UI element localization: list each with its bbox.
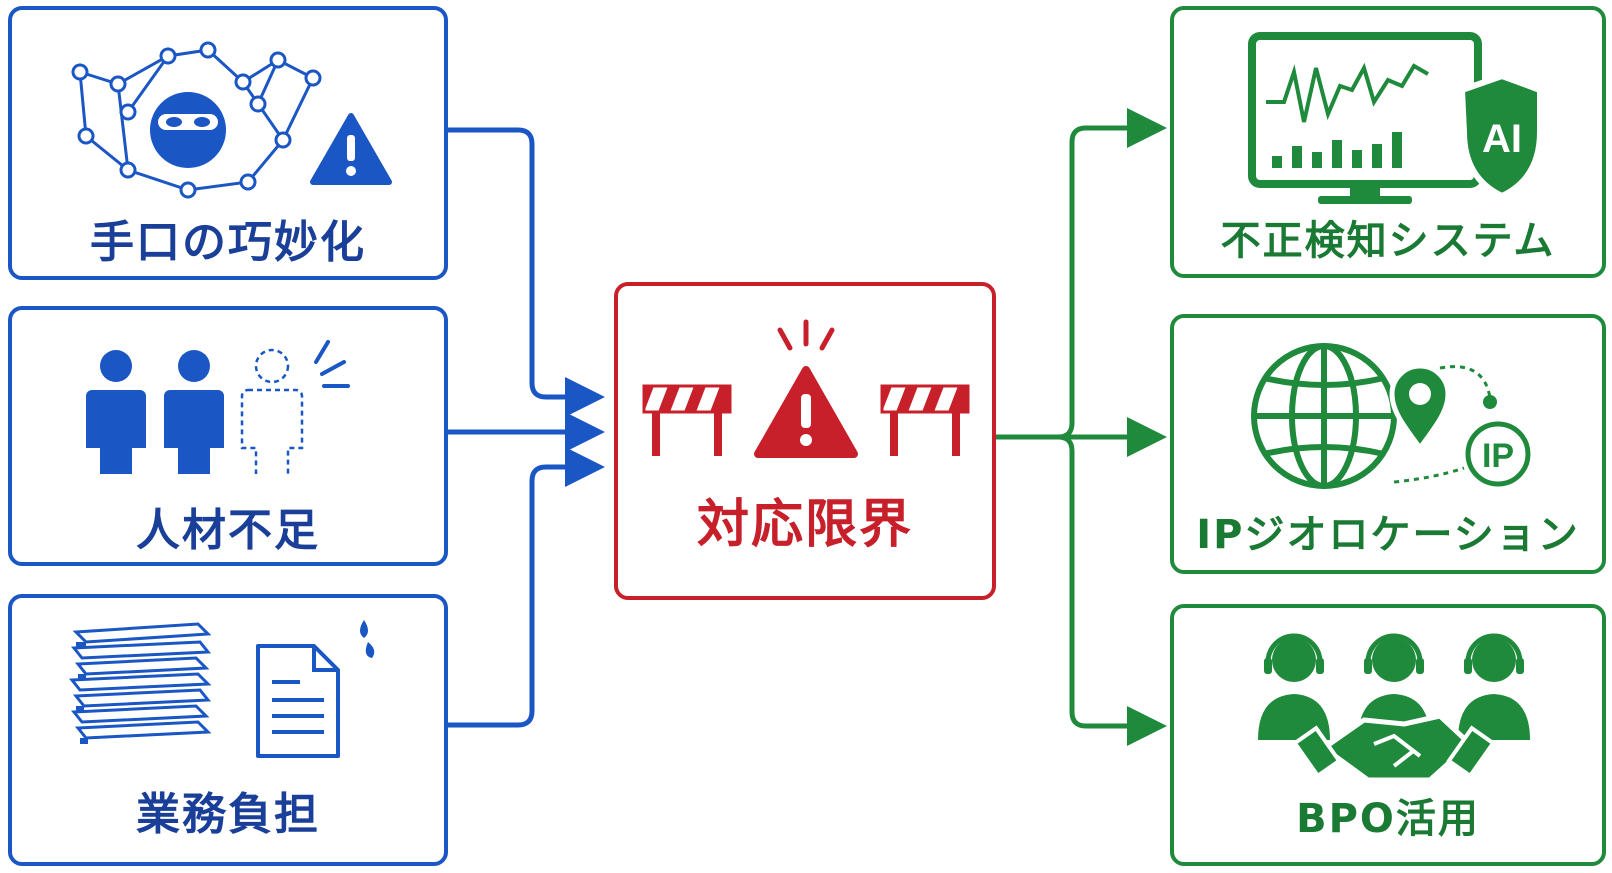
center-box-response-limit: 対応限界 [614,282,996,600]
solution-box-ip-geolocation: IP IPジオロケーション [1170,314,1606,574]
solution-label-ip-geolocation: IPジオロケーション [1196,512,1580,558]
barrier-left [642,384,732,456]
cause-label-sophistication: 手口の巧妙化 [90,217,366,268]
cause-box-staff-shortage: 人材不足 [8,306,448,566]
ip-badge-text: IP [1482,437,1514,475]
solution-label-bpo: BPO活用 [1296,796,1480,842]
document-workload-icon [68,620,375,758]
ai-badge-text: AI [1482,117,1522,161]
barrier-right [880,384,970,456]
hacker-network-warning-icon [71,41,392,199]
connector-cause-3 [445,447,605,728]
staff-shortage-icon [86,340,350,474]
cause-label-staff-shortage: 人材不足 [136,505,320,556]
globe-location-icon: IP [1251,343,1531,489]
solution-label-fraud-detection: 不正検知システム [1220,218,1556,264]
ai-monitor-icon: AI [1248,32,1542,204]
operators-handshake-icon [1258,633,1530,783]
solution-box-bpo: BPO活用 [1170,604,1606,866]
connector-solution-1 [1057,108,1167,440]
center-label: 対応限界 [696,495,913,555]
cause-label-workload: 業務負担 [136,789,320,840]
cause-box-workload: 業務負担 [8,594,448,866]
connector-cause-1 [445,127,605,417]
solution-box-fraud-detection: AI 不正検知システム [1170,6,1606,278]
connector-solution-3 [1057,434,1167,746]
barrier-warning-icon [642,319,970,458]
cause-box-sophistication: 手口の巧妙化 [8,6,448,280]
